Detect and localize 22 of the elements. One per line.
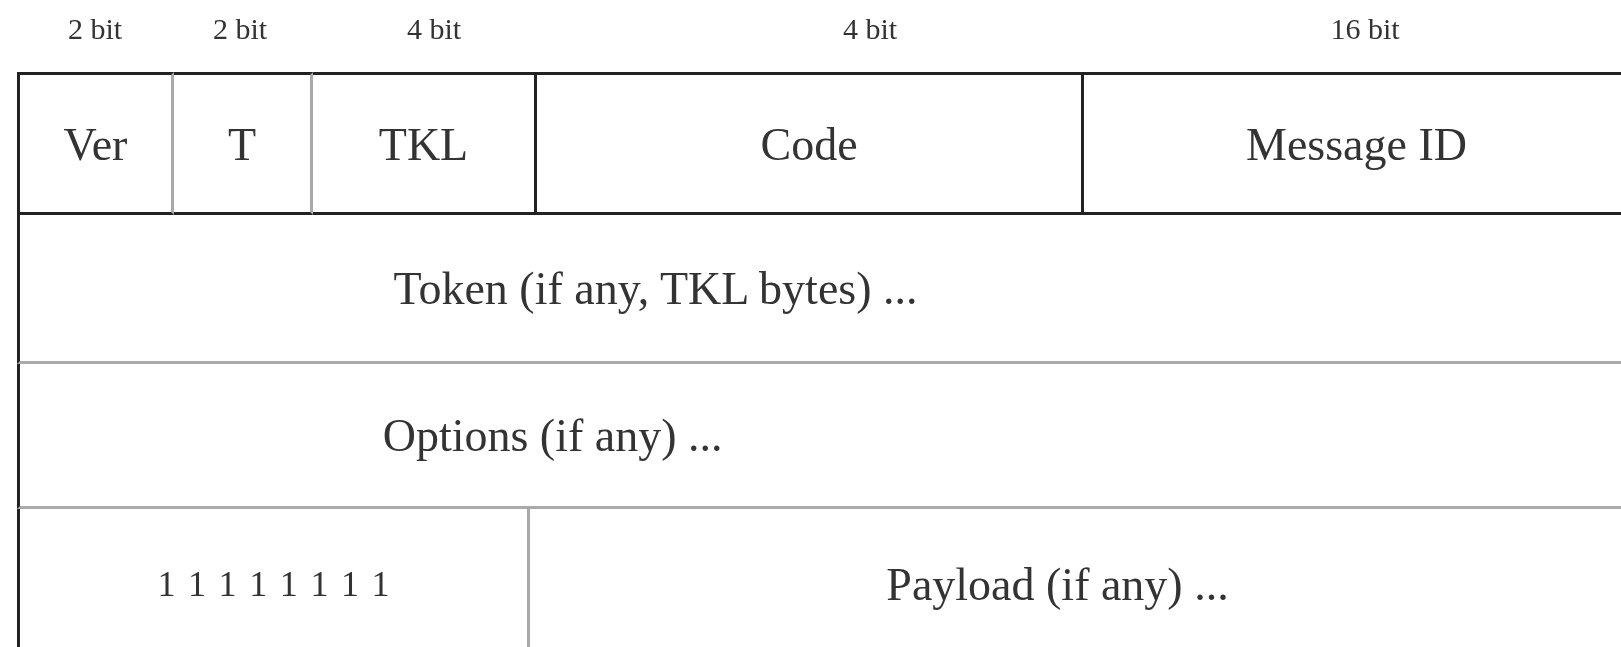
bit-width-label: 4 bit [406, 12, 462, 46]
table-cell [537, 72, 1084, 215]
bit-width-label: 16 bit [1330, 12, 1400, 46]
field-label: Payload (if any) ... [886, 557, 1229, 611]
table-cell [174, 72, 313, 215]
field-label: TKL [378, 117, 469, 170]
bit-width-label: 2 bit [67, 12, 123, 46]
bit-width-label: 4 bit [842, 12, 898, 46]
bit-width-label: 2 bit [212, 12, 268, 46]
field-label: Ver [63, 117, 128, 170]
field-label: Code [760, 117, 858, 170]
field-label: 1 1 1 1 1 1 1 1 [157, 563, 390, 605]
table-cell [17, 72, 174, 215]
field-label: T [227, 117, 257, 170]
field-label: Options (if any) ... [382, 408, 723, 462]
table-cell [313, 72, 537, 215]
table-cell [17, 364, 1621, 509]
table-cell [1084, 72, 1621, 215]
table-cell [17, 215, 1621, 364]
field-label: Message ID [1246, 117, 1467, 170]
table-cell [17, 509, 530, 647]
field-label: Token (if any, TKL bytes) ... [393, 261, 918, 315]
